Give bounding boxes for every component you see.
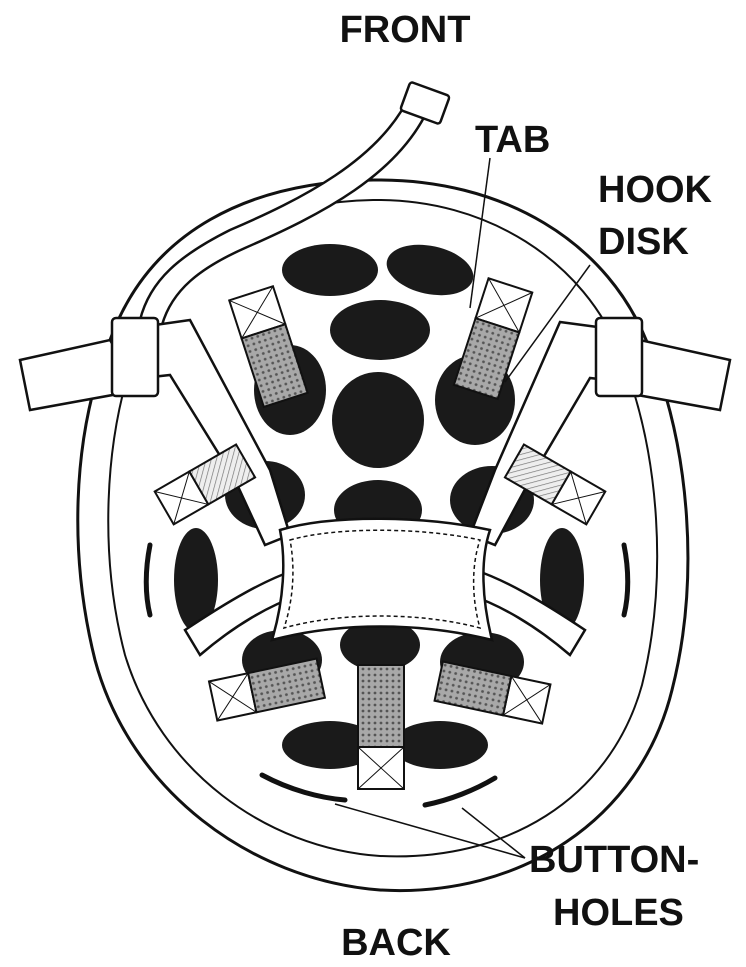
tab-front-right xyxy=(454,278,532,399)
pad-front-right xyxy=(382,237,478,302)
front-label: FRONT xyxy=(340,9,471,51)
buttonholes-label-line1: BUTTON- xyxy=(529,839,699,881)
buttonhole-back-left xyxy=(262,775,345,800)
buttonhole-left xyxy=(146,545,150,615)
tab-label: TAB xyxy=(475,119,550,161)
buttonhole-back-right xyxy=(425,778,495,805)
pad-crown xyxy=(332,372,424,468)
hook-disk-label-line2: DISK xyxy=(598,221,689,263)
nape-pad xyxy=(272,519,492,640)
buttonholes-leader-1 xyxy=(335,804,525,858)
tab-back-center xyxy=(358,665,404,789)
hook-disk-label-line1: HOOK xyxy=(598,169,713,211)
back-label: BACK xyxy=(341,922,451,964)
pad-front-left xyxy=(282,244,378,296)
buttonholes-label-line2: HOLES xyxy=(553,892,684,934)
pad-back-right xyxy=(392,721,488,769)
left-buckle xyxy=(112,318,158,396)
buttonhole-right xyxy=(624,545,628,615)
right-buckle xyxy=(596,318,642,396)
pad-front-center xyxy=(330,300,430,360)
chin-strap-front xyxy=(140,95,430,325)
